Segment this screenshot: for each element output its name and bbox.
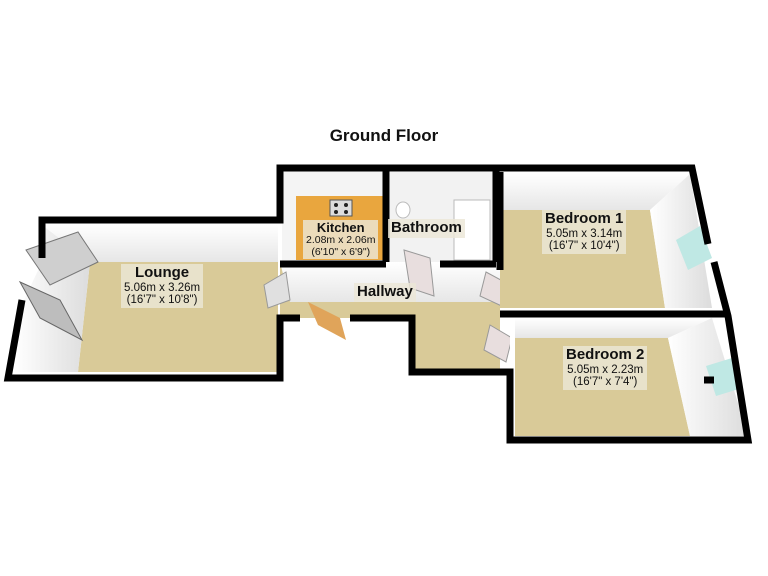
room-dimensions-metric: 5.05m x 3.14m: [546, 227, 623, 240]
door-icon: [263, 271, 291, 309]
room-label-bedroom2: Bedroom 2 5.05m x 2.23m (16'7" x 7'4"): [563, 346, 648, 390]
hob-icon: [329, 199, 353, 217]
room-label-lounge: Lounge 5.06m x 3.26m (16'7" x 10'8"): [121, 264, 204, 308]
room-name: Bedroom 2: [566, 346, 645, 363]
walls: [3, 164, 753, 444]
room-dimensions-imperial: (16'7" x 10'4"): [548, 240, 620, 253]
room-label-bedroom1: Bedroom 1 5.05m x 3.14m (16'7" x 10'4"): [542, 210, 627, 254]
room-name: Bathroom: [391, 219, 462, 236]
door-icon: [483, 324, 513, 363]
room-label-hallway: Hallway: [354, 283, 416, 302]
room-dimensions-imperial: (6'10" x 6'9"): [311, 245, 371, 258]
floor-title: Ground Floor: [329, 126, 439, 145]
window-icon: [18, 280, 84, 342]
room-dimensions-imperial: (16'7" x 10'8"): [126, 294, 198, 307]
bathroom-room: [390, 172, 494, 262]
room-name: Lounge: [134, 264, 190, 281]
room-label-kitchen: Kitchen 2.08m x 2.06m (6'10" x 6'9"): [303, 220, 379, 260]
room-dimensions-metric: 5.05m x 2.23m: [567, 363, 644, 376]
hallway-room: [263, 249, 513, 372]
room-dimensions-imperial: (16'7" x 7'4"): [573, 376, 638, 389]
room-name: Hallway: [357, 283, 413, 300]
toilet-icon: [395, 201, 411, 219]
room-dimensions-metric: 2.08m x 2.06m: [306, 234, 376, 247]
front-door-icon: [308, 302, 346, 340]
room-name: Kitchen: [316, 220, 365, 235]
room-label-bathroom: Bathroom: [388, 219, 465, 238]
room-name: Bedroom 1: [545, 210, 624, 227]
room-dimensions-metric: 5.06m x 3.26m: [124, 281, 201, 294]
